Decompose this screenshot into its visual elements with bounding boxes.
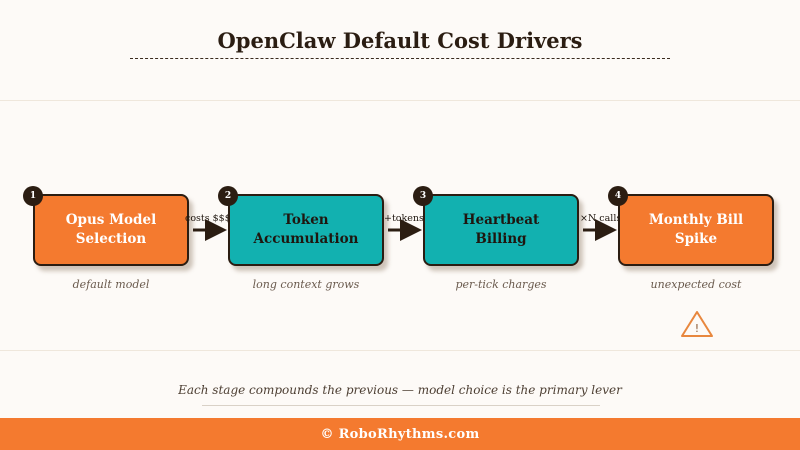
title-underline bbox=[130, 58, 670, 59]
connector-3-label: ×N calls bbox=[580, 213, 622, 224]
bottom-band-divider bbox=[0, 350, 800, 351]
stage-4-caption: unexpected cost bbox=[650, 278, 742, 291]
connector-2-arrow bbox=[388, 219, 422, 241]
footnote-underline bbox=[202, 405, 600, 406]
stage-4-node: Monthly Bill Spike bbox=[618, 194, 774, 266]
stage-1-caption: default model bbox=[72, 278, 150, 291]
connector-1-label: costs $$$ bbox=[185, 213, 231, 224]
stage-2-node: Token Accumulation bbox=[228, 194, 384, 266]
stage-4-badge: 4 bbox=[608, 186, 628, 206]
stage-4-title: Monthly Bill Spike bbox=[648, 212, 744, 247]
connector-2-label: +tokens bbox=[384, 213, 424, 224]
top-band-divider bbox=[0, 100, 800, 101]
stage-3-badge: 3 bbox=[413, 186, 433, 206]
stage-1-badge: 1 bbox=[23, 186, 43, 206]
stage-2-badge: 2 bbox=[218, 186, 238, 206]
stage-3-node: Heartbeat Billing bbox=[423, 194, 579, 266]
footnote: Each stage compounds the previous — mode… bbox=[178, 383, 622, 397]
stage-1-node: Opus Model Selection bbox=[33, 194, 189, 266]
stage-1-title: Opus Model Selection bbox=[65, 212, 157, 247]
svg-text:!: ! bbox=[695, 322, 699, 335]
diagram-title: OpenClaw Default Cost Drivers bbox=[217, 28, 583, 53]
connector-1-arrow bbox=[193, 219, 227, 241]
stage-3-caption: per-tick charges bbox=[455, 278, 547, 291]
connector-3-arrow bbox=[583, 219, 617, 241]
stage-2-title: Token Accumulation bbox=[253, 212, 359, 247]
warning-triangle-icon: ! bbox=[681, 311, 713, 337]
stage-2-caption: long context grows bbox=[252, 278, 360, 291]
footer-bar: © RoboRhythms.com bbox=[0, 418, 800, 450]
footer-credit: © RoboRhythms.com bbox=[320, 426, 480, 442]
stage-3-title: Heartbeat Billing bbox=[462, 212, 540, 247]
